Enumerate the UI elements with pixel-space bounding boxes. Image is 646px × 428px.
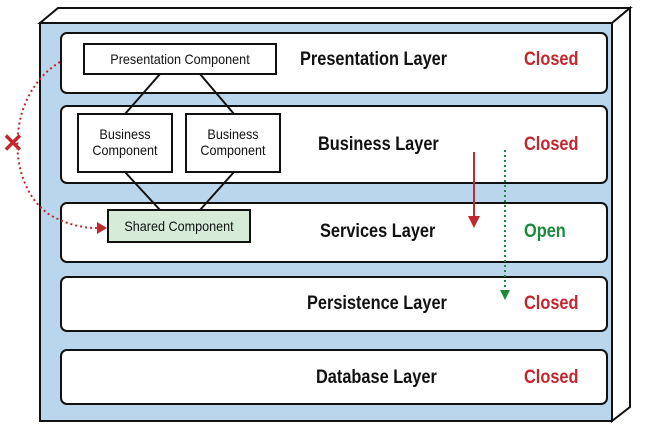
services-layer-name: Services Layer xyxy=(320,221,436,242)
request-arrowhead xyxy=(468,216,480,228)
business-component-2-box xyxy=(185,113,281,173)
persistence-layer-name: Persistence Layer xyxy=(307,293,447,314)
presentation-layer-status: Closed xyxy=(524,49,579,70)
persistence-layer-status: Closed xyxy=(524,293,579,314)
frame-side-face xyxy=(611,5,631,424)
business-component-1-box xyxy=(77,113,173,173)
presentation-component-label: Presentation Component xyxy=(110,51,250,67)
presentation-component-box xyxy=(83,43,277,75)
business-component-2-label: Business Component xyxy=(200,126,266,158)
frame-top-face xyxy=(37,7,633,24)
presentation-layer-name: Presentation Layer xyxy=(300,49,448,70)
business-component-1-label: Business Component xyxy=(92,126,158,158)
business-layer-status: Closed xyxy=(524,134,579,155)
shared-component-label: Shared Component xyxy=(124,218,234,234)
blocked-access-path xyxy=(16,61,98,229)
connector-presentation-business1 xyxy=(124,73,161,115)
database-layer-box xyxy=(60,349,608,405)
connector-business1-shared xyxy=(124,171,161,211)
shared-component-box xyxy=(107,209,251,243)
blocked-access-arrowhead xyxy=(97,222,107,234)
blocked-x-icon: ✕ xyxy=(2,128,24,158)
business-layer-name: Business Layer xyxy=(318,134,439,155)
database-layer-name: Database Layer xyxy=(316,367,437,388)
services-layer-status: Open xyxy=(524,221,566,242)
connector-business2-shared xyxy=(199,171,235,211)
bypass-arrowhead xyxy=(500,290,510,300)
database-layer-status: Closed xyxy=(524,367,579,388)
connector-presentation-business2 xyxy=(199,73,235,115)
persistence-layer-box xyxy=(60,276,608,332)
